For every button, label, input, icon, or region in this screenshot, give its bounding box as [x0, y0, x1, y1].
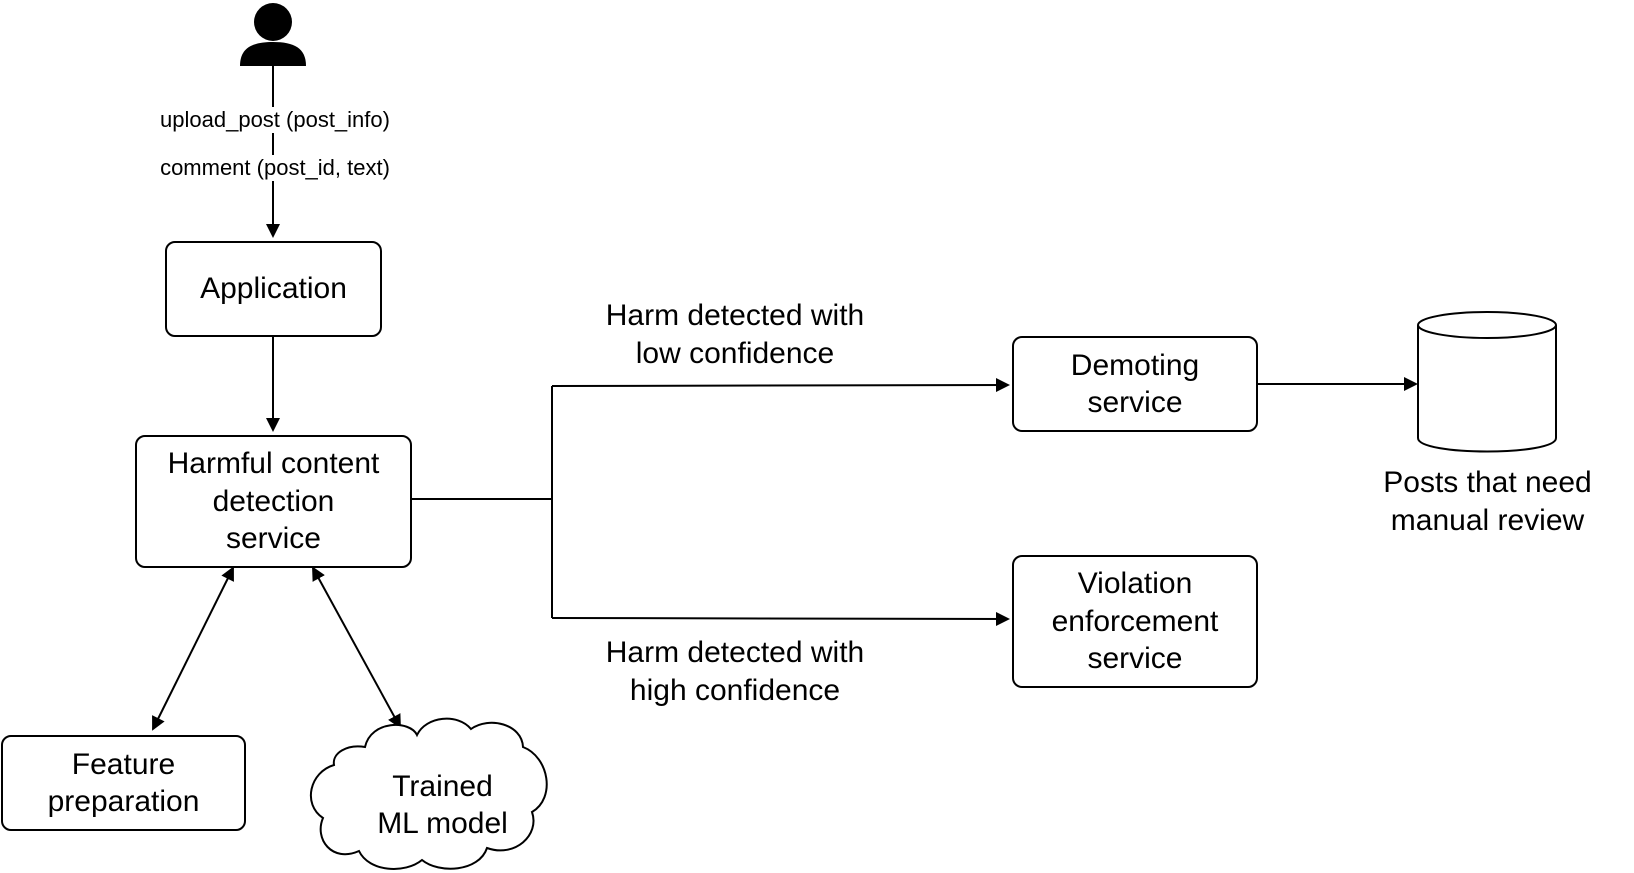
user-icon — [240, 3, 306, 66]
database-icon — [1417, 311, 1557, 453]
upload-post-label: upload_post (post_info) — [138, 107, 412, 134]
comment-label: comment (post_id, text) — [138, 155, 412, 182]
low-confidence-arrow — [551, 378, 1010, 393]
violation-enforcement-node: Violation enforcement service — [1012, 555, 1258, 688]
trained-model-label: Trained ML model — [377, 769, 508, 841]
high-confidence-arrow — [551, 611, 1010, 626]
detection-feature-arrow — [152, 566, 234, 731]
harmful-content-detection-node: Harmful content detection service — [135, 435, 412, 568]
posts-manual-review-label: Posts that need manual review — [1383, 466, 1592, 537]
cloud-icon — [309, 717, 548, 870]
high-confidence-label: Harm detected with high confidence — [605, 636, 865, 707]
application-node: Application — [165, 241, 382, 337]
detection-model-arrow — [312, 566, 401, 729]
low-confidence-label: Harm detected with low confidence — [605, 299, 865, 370]
feature-preparation-node: Feature preparation — [1, 735, 246, 831]
demoting-service-node: Demoting service — [1012, 336, 1258, 432]
